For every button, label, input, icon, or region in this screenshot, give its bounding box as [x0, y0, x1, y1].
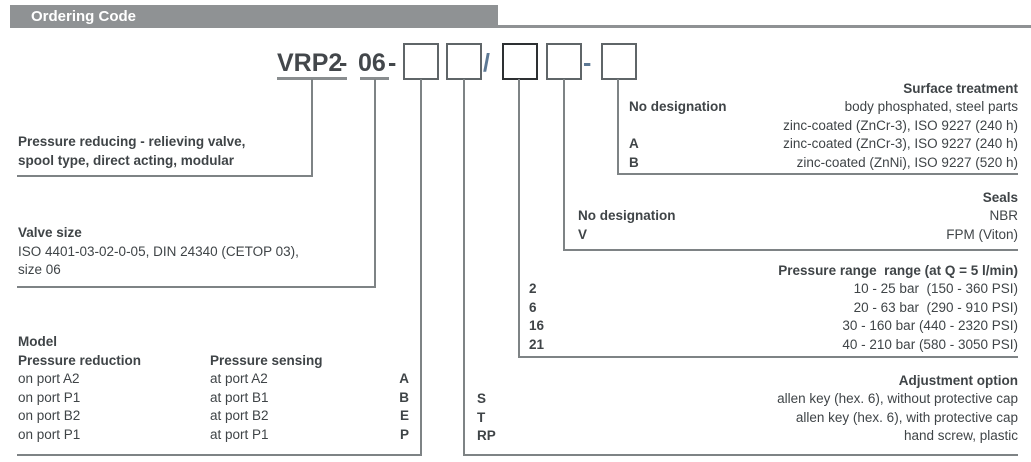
connector-horizontal-surface	[617, 173, 1018, 175]
section-header-bar: Ordering Code	[10, 5, 498, 28]
surface-row: zinc-coated (ZnCr-3), ISO 9227 (240 h)	[783, 117, 1018, 133]
model-row: on port A2 at port A2 A	[18, 370, 409, 389]
surface-row: A zinc-coated (ZnCr-3), ISO 9227 (240 h)	[629, 136, 1018, 152]
connector-vertical-prefix	[311, 79, 313, 177]
seals-title: Seals	[982, 190, 1018, 205]
pressure-range-row: 16 30 - 160 bar (440 - 2320 PSI)	[529, 318, 1018, 334]
seals-row: No designation NBR	[578, 208, 1018, 224]
model-row: on port P1 at port B1 B	[18, 389, 409, 408]
valve-size-line-1: ISO 4401-03-02-0-05, DIN 24340 (CETOP 03…	[18, 243, 299, 259]
model-row: on port B2 at port B2 E	[18, 407, 409, 426]
model-code: P	[399, 426, 409, 442]
code-box-pressure-range	[502, 43, 538, 80]
code-prefix: VRP2	[277, 49, 343, 77]
connector-vertical-seals	[563, 79, 565, 251]
model-col2-header: Pressure sensing	[210, 352, 323, 368]
code-box-seals	[546, 43, 582, 80]
surface-row: No designation body phosphated, steel pa…	[629, 99, 1018, 115]
product-line-2: spool type, direct acting, modular	[18, 152, 235, 168]
connector-vertical-adjustment	[463, 79, 465, 456]
code-box-surface-treatment	[601, 43, 637, 80]
code-dash-3: -	[583, 49, 592, 77]
adjustment-title: Adjustment option	[898, 373, 1018, 388]
adjustment-row: RP hand screw, plastic	[477, 428, 1018, 444]
pressure-range-row: 21 40 - 210 bar (580 - 3050 PSI)	[529, 336, 1018, 352]
code-size-underline	[360, 77, 389, 80]
code-slash: /	[483, 49, 490, 77]
model-row: on port P1 at port P1 P	[18, 426, 409, 445]
connector-horizontal-model	[17, 454, 422, 456]
section-surface-treatment: Surface treatment No designation body ph…	[629, 80, 1018, 172]
connector-horizontal-seals	[563, 249, 1018, 251]
surface-row: B zinc-coated (ZnNi), ISO 9227 (520 h)	[629, 154, 1018, 170]
code-size: 06	[358, 49, 386, 77]
section-valve-size: Valve size ISO 4401-03-02-0-05, DIN 2434…	[18, 224, 299, 280]
code-dash-1: -	[339, 49, 348, 77]
valve-size-title: Valve size	[18, 225, 82, 240]
connector-vertical-size	[374, 79, 376, 288]
connector-horizontal-pressure-range	[518, 356, 1018, 358]
seals-row: V FPM (Viton)	[578, 226, 1018, 242]
code-prefix-underline	[277, 77, 347, 80]
section-product-description: Pressure reducing - relieving valve, spo…	[18, 133, 245, 170]
pressure-range-row: 6 20 - 63 bar (290 - 910 PSI)	[529, 299, 1018, 315]
code-box-adjustment	[446, 43, 482, 80]
section-seals: Seals No designation NBR V FPM (Viton)	[578, 189, 1018, 244]
connector-vertical-surface	[617, 79, 619, 175]
product-line-1: Pressure reducing - relieving valve,	[18, 134, 246, 149]
adjustment-row: T allen key (hex. 6), with protective ca…	[477, 409, 1018, 425]
page-title: Ordering Code	[31, 8, 137, 25]
section-model: Model Pressure reduction Pressure sensin…	[18, 333, 409, 444]
valve-size-line-2: size 06	[18, 262, 61, 277]
section-adjustment-option: Adjustment option S allen key (hex. 6), …	[477, 372, 1018, 446]
connector-horizontal-adjustment	[463, 454, 1018, 456]
pressure-range-title: Pressure range range (at Q = 5 l/min)	[778, 263, 1018, 278]
model-code: B	[399, 389, 409, 405]
model-code: E	[399, 408, 409, 423]
pressure-range-row: 2 10 - 25 bar (150 - 360 PSI)	[529, 281, 1018, 297]
surface-title: Surface treatment	[903, 81, 1018, 96]
connector-horizontal-product	[17, 175, 313, 177]
adjustment-row: S allen key (hex. 6), without protective…	[477, 391, 1018, 407]
model-col1-header: Pressure reduction	[18, 352, 142, 368]
model-code: A	[399, 371, 409, 386]
connector-horizontal-valve-size	[17, 286, 376, 288]
model-title: Model	[18, 334, 57, 349]
section-pressure-range: Pressure range range (at Q = 5 l/min) 2 …	[529, 262, 1018, 354]
code-dash-2: -	[388, 49, 397, 77]
connector-vertical-pressure-range	[518, 79, 520, 358]
code-box-model	[403, 43, 439, 80]
model-header-row: Pressure reduction Pressure sensing	[18, 352, 409, 371]
connector-vertical-model	[420, 79, 422, 456]
header-rule	[498, 25, 1031, 28]
